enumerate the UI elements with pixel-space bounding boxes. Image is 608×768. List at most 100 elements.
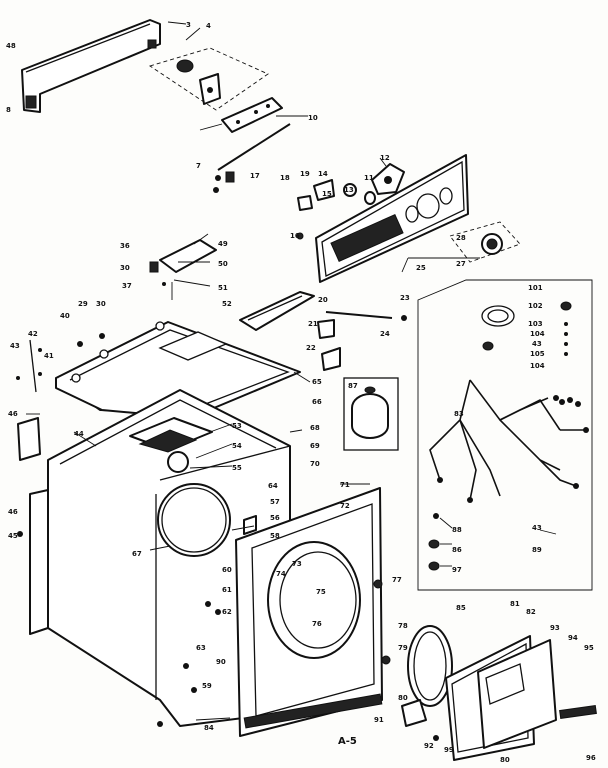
callout-45: 45: [8, 532, 18, 540]
callout-46-top: 46: [8, 410, 18, 418]
callout-88: 88: [452, 526, 462, 534]
leader-lines: [26, 21, 557, 721]
callout-20: 20: [318, 296, 328, 304]
callout-51: 51: [218, 284, 228, 292]
callout-85: 85: [456, 604, 466, 612]
callout-30-left: 30: [96, 300, 106, 308]
callout-63: 63: [196, 644, 206, 652]
callout-43-left: 43: [10, 342, 20, 350]
callout-93: 93: [550, 624, 560, 632]
callout-3: 3: [186, 21, 191, 29]
callout-84: 84: [204, 724, 214, 732]
callout-67: 67: [132, 550, 142, 558]
callout-4: 4: [206, 22, 211, 30]
callout-19: 19: [300, 170, 310, 178]
callout-79: 79: [398, 644, 408, 652]
callout-55: 55: [232, 464, 242, 472]
callout-80-a: 80: [398, 694, 408, 702]
callout-66: 66: [312, 398, 322, 406]
callout-25: 25: [416, 264, 426, 272]
callout-56: 56: [270, 514, 280, 522]
callout-29: 29: [78, 300, 88, 308]
callout-46-side: 46: [8, 508, 18, 516]
callout-80-b: 80: [500, 756, 510, 764]
callout-104-a: 104: [530, 330, 545, 338]
callout-10: 10: [308, 114, 318, 122]
callout-91: 91: [374, 716, 384, 724]
callout-16: 16: [290, 232, 300, 240]
callout-68: 68: [310, 424, 320, 432]
callout-73: 73: [292, 560, 302, 568]
callout-12: 12: [380, 154, 390, 162]
selector-knob: [449, 221, 521, 263]
callout-42: 42: [28, 330, 38, 338]
callout-70: 70: [310, 460, 320, 468]
callout-23: 23: [400, 294, 410, 302]
callout-44: 44: [74, 430, 84, 438]
door-assembly: [401, 625, 597, 761]
callout-49: 49: [218, 240, 228, 248]
callout-60: 60: [222, 566, 232, 574]
pump-motor: [343, 377, 399, 451]
callout-77: 77: [392, 576, 402, 584]
callout-52: 52: [222, 300, 232, 308]
callout-13: 13: [344, 186, 354, 194]
callout-92: 92: [424, 742, 434, 750]
callout-labels: 3 4 48 8 10 12 7 11 17 18 19 14 15 13 16…: [6, 21, 596, 764]
callout-95: 95: [584, 644, 594, 652]
front-panel: [235, 487, 391, 737]
callout-48: 48: [6, 42, 16, 50]
callout-11: 11: [364, 174, 374, 182]
callout-101: 101: [528, 284, 543, 292]
latch-bracket: [239, 291, 315, 331]
callout-14: 14: [318, 170, 328, 178]
callout-37: 37: [122, 282, 132, 290]
console-back-bar: [21, 19, 161, 113]
callout-86: 86: [452, 546, 462, 554]
figure-label: A-5: [338, 736, 357, 747]
callout-78: 78: [398, 622, 408, 630]
callout-87: 87: [348, 382, 358, 390]
callout-69: 69: [310, 442, 320, 450]
callout-59: 59: [202, 682, 212, 690]
callout-104-b: 104: [530, 362, 545, 370]
callout-96: 96: [586, 754, 596, 762]
callout-75: 75: [316, 588, 326, 596]
callout-76: 76: [312, 620, 322, 628]
callout-89: 89: [532, 546, 542, 554]
callout-99: 99: [444, 746, 454, 754]
callout-50: 50: [218, 260, 228, 268]
control-knobs: [296, 163, 405, 240]
control-panel: [315, 154, 480, 283]
callout-36: 36: [120, 242, 130, 250]
callout-41: 41: [44, 352, 54, 360]
callout-17: 17: [250, 172, 260, 180]
callout-105: 105: [530, 350, 545, 358]
callout-103: 103: [528, 320, 543, 328]
wire-harness-panel: [417, 279, 593, 591]
callout-62: 62: [222, 608, 232, 616]
lid-switch-parts: [317, 311, 407, 371]
callout-97: 97: [452, 566, 462, 574]
cabinet-body: [17, 389, 291, 727]
callout-61: 61: [222, 586, 232, 594]
callout-94: 94: [568, 634, 578, 642]
callout-54: 54: [232, 442, 242, 450]
callout-82: 82: [526, 608, 536, 616]
callout-21: 21: [308, 320, 318, 328]
callout-58: 58: [270, 532, 280, 540]
callout-40: 40: [60, 312, 70, 320]
callout-53: 53: [232, 422, 242, 430]
callout-64: 64: [268, 482, 278, 490]
callout-27-top: 27: [456, 260, 466, 268]
callout-74: 74: [276, 570, 286, 578]
callout-81: 81: [510, 600, 520, 608]
callout-83: 83: [454, 410, 464, 418]
callout-57: 57: [270, 498, 280, 506]
callout-22: 22: [306, 344, 316, 352]
control-rod: [213, 123, 291, 193]
callout-43-harness: 43: [532, 340, 542, 348]
callout-15: 15: [322, 190, 332, 198]
